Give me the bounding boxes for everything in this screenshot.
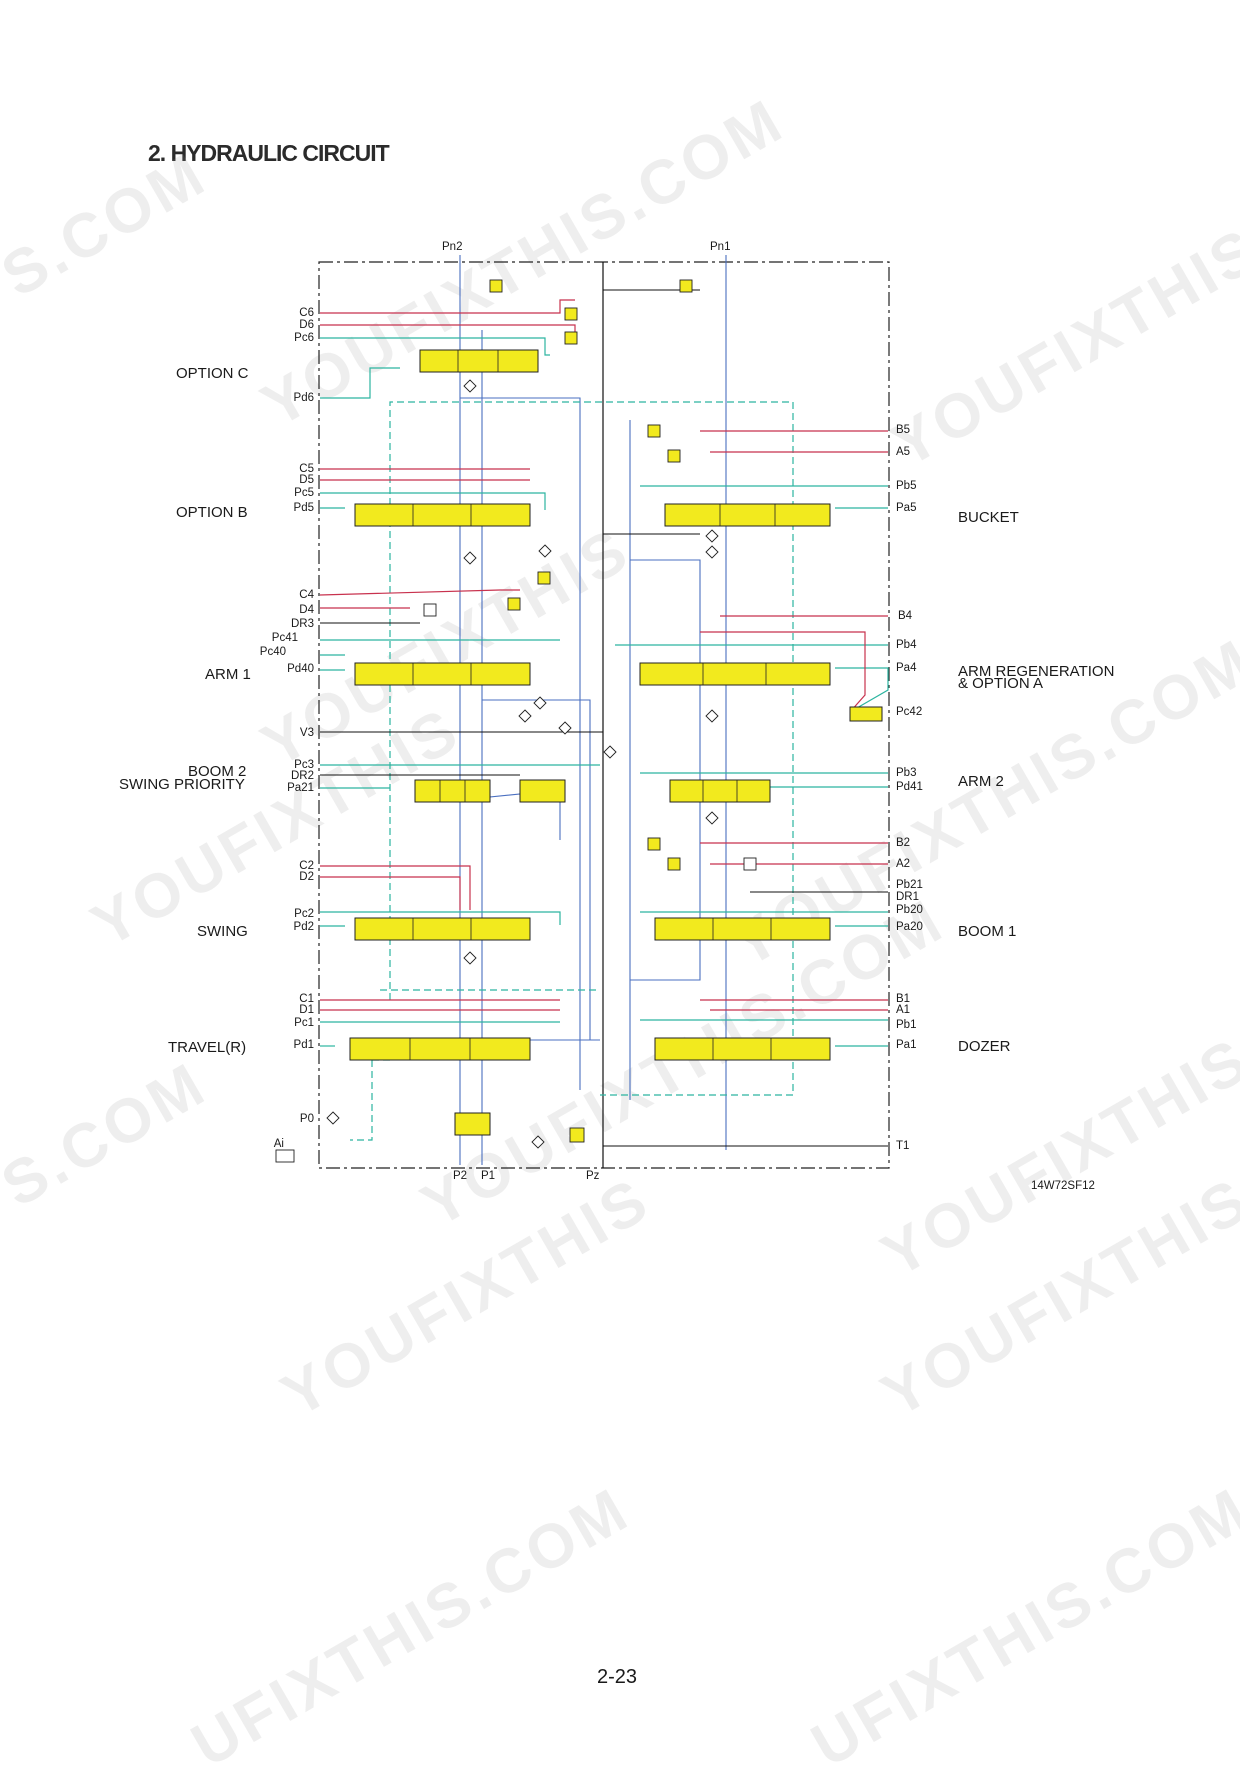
port-label: Pb4 <box>896 639 917 651</box>
port-label: D5 <box>299 474 314 486</box>
valve-block-frame <box>318 261 890 1169</box>
section-label-option-a: & OPTION A <box>958 675 1044 692</box>
port-label: Pa21 <box>287 782 314 794</box>
port-label: Pb20 <box>896 904 923 916</box>
port-label: Pc41 <box>271 632 298 644</box>
port-label: T1 <box>896 1140 910 1152</box>
spool-arm-regen-small <box>849 706 883 722</box>
section-label-dozer: DOZER <box>958 1038 1011 1055</box>
spool-option-b <box>354 503 531 527</box>
port-label: D1 <box>299 1004 314 1016</box>
section-label-option-b: OPTION B <box>176 504 248 521</box>
port-label: Pb3 <box>896 767 917 779</box>
port-label: B1 <box>896 993 911 1005</box>
port-label: Pc3 <box>294 759 314 771</box>
section-label-boom-1: BOOM 1 <box>958 923 1017 940</box>
port-label: Pc2 <box>294 908 314 920</box>
port-label: C2 <box>299 860 314 872</box>
port-label: Pc1 <box>294 1017 314 1029</box>
port-label: A2 <box>896 858 911 870</box>
port-label: Pa1 <box>896 1039 917 1051</box>
spool-arm-2 <box>669 779 771 803</box>
pilot-lines <box>320 337 889 1047</box>
port-label: P1 <box>481 1170 496 1182</box>
spool-boom-1 <box>654 917 831 941</box>
port-label: P0 <box>299 1113 314 1125</box>
section-label-arm-2: ARM 2 <box>958 773 1004 790</box>
work-lines <box>319 299 888 1011</box>
spool-arm-1 <box>354 662 531 686</box>
spool-swing-priority <box>519 779 566 803</box>
spool-bucket <box>664 503 831 527</box>
section-label-option-c: OPTION C <box>176 365 249 382</box>
port-label: Pc6 <box>294 332 314 344</box>
port-label: B5 <box>896 424 911 436</box>
spool-option-c <box>419 349 539 373</box>
section-label-swing: SWING <box>197 923 248 940</box>
section-label-arm-1: ARM 1 <box>205 666 251 683</box>
port-label: Pd1 <box>293 1039 314 1051</box>
drain-lines <box>320 289 888 1147</box>
port-label: Pc42 <box>896 706 923 718</box>
spool-dividers <box>409 350 776 1060</box>
port-label: C4 <box>299 589 314 601</box>
port-label: DR1 <box>896 891 920 903</box>
port-label: DR2 <box>290 770 314 782</box>
spool-valves <box>349 349 883 1136</box>
port-label: Pa20 <box>896 921 923 933</box>
port-label: D6 <box>299 319 314 331</box>
port-label: Pc40 <box>259 646 286 658</box>
spool-supply <box>454 1112 491 1136</box>
port-label: Pb5 <box>896 480 917 492</box>
port-label: C6 <box>299 307 314 319</box>
section-label-travel: TRAVEL(R) <box>168 1039 247 1056</box>
section-label-bucket: BUCKET <box>958 509 1019 526</box>
section-label-swing-priority: SWING PRIORITY <box>119 776 245 793</box>
spool-dozer <box>654 1037 831 1061</box>
spool-boom-2 <box>414 779 491 803</box>
spool-arm-regeneration <box>639 662 831 686</box>
port-label: DR3 <box>290 618 314 630</box>
page-number: 2-23 <box>597 1666 638 1688</box>
port-label: Pn2 <box>442 241 463 253</box>
port-label: P2 <box>453 1170 468 1182</box>
port-label: C1 <box>299 993 314 1005</box>
port-label: Pa5 <box>896 502 917 514</box>
port-label: A1 <box>896 1004 911 1016</box>
relief-valves <box>489 279 693 1143</box>
port-label: Pd2 <box>293 921 314 933</box>
spool-swing <box>354 917 531 941</box>
port-label: Pb1 <box>896 1019 917 1031</box>
port-label: C5 <box>299 463 314 475</box>
port-label: Pb21 <box>896 879 923 891</box>
check-valves <box>326 379 719 1149</box>
section-label-arm-regeneration: ARM REGENERATION <box>958 663 1115 680</box>
port-label: B4 <box>898 610 913 622</box>
port-label: Pd6 <box>293 392 314 404</box>
port-label: B2 <box>896 837 911 849</box>
shuttle-valves <box>275 603 757 1163</box>
port-label: Pd40 <box>287 663 314 675</box>
drawing-code: 14W72SF12 <box>1031 1180 1095 1192</box>
page-title: 2. HYDRAULIC CIRCUIT <box>148 140 390 166</box>
port-label: D2 <box>299 871 314 883</box>
port-label: Pd5 <box>293 502 314 514</box>
port-label: D4 <box>299 604 314 616</box>
section-label-boom-2: BOOM 2 <box>188 763 247 780</box>
port-label: Pd41 <box>896 781 923 793</box>
port-label: Ai <box>273 1138 284 1150</box>
port-label: Pa4 <box>896 662 917 674</box>
port-label: Pn1 <box>710 241 731 253</box>
port-label: V3 <box>299 727 314 739</box>
port-label: Pz <box>586 1170 600 1182</box>
spool-travel <box>349 1037 531 1061</box>
pressure-lines <box>459 255 727 1165</box>
port-label: Pc5 <box>294 487 314 499</box>
port-label: A5 <box>896 446 911 458</box>
